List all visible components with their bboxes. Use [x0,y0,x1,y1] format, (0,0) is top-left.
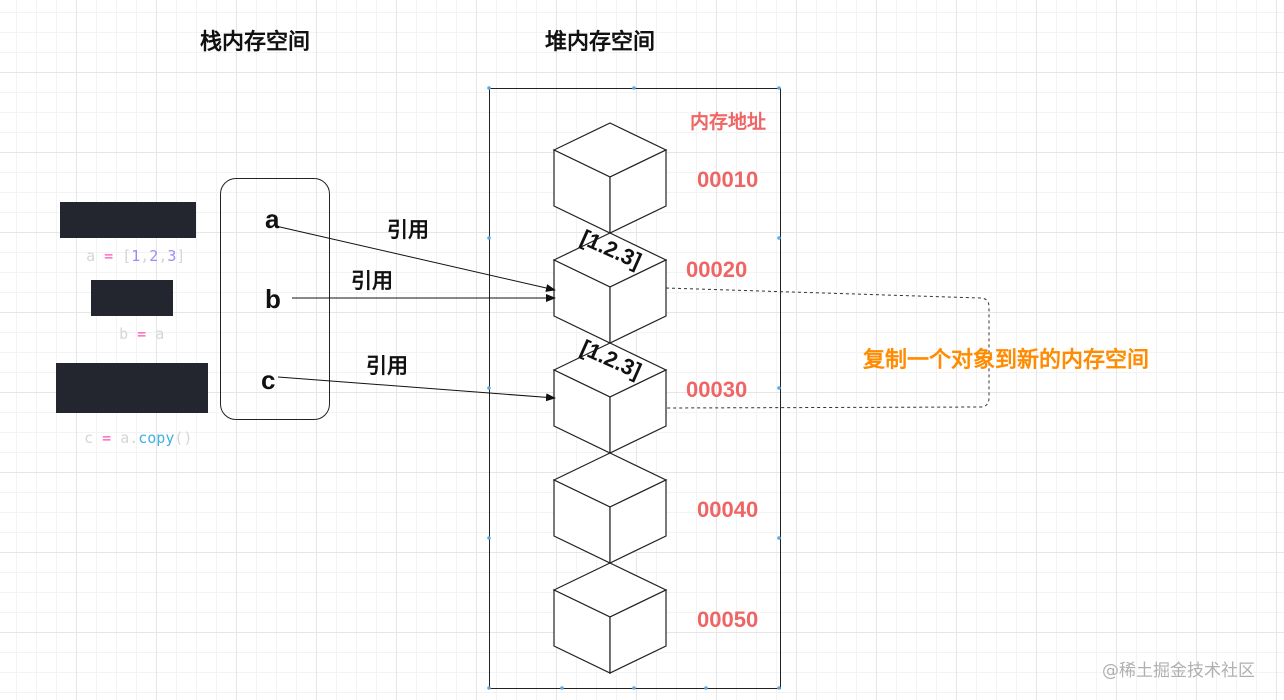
code-a-num-1: 1 [131,247,141,265]
heap-address-00010: 00010 [697,167,759,192]
code-a-num-3: 3 [167,247,177,265]
code-assign-b: b = a [91,280,173,343]
memory-cube-00020 [552,232,668,344]
stack-memory-title: 栈内存空间 [200,30,311,55]
code-c-method: copy [138,429,175,447]
stack-var-a: a [265,204,280,234]
memory-cube-00010 [552,122,668,234]
code-b-op: = [137,325,147,343]
reference-label-a: 引用 [387,218,429,242]
memory-cube-00040 [552,452,668,564]
memory-address-title: 内存地址 [690,111,767,133]
heap-box-handles [487,86,781,690]
stack-memory-box [220,178,330,420]
arrow-a-to-00020 [279,226,556,292]
code-assign-a: a = [1,2,3] [60,202,196,265]
copy-dashed-connector [665,287,990,409]
copy-note: 复制一个对象到新的内存空间 [863,348,1150,373]
code-c-obj: a [120,429,130,447]
reference-label-b: 引用 [351,269,393,293]
arrow-c-to-00030 [277,376,556,402]
code-a-op: = [104,247,114,265]
heap-address-00050: 00050 [697,607,759,632]
code-b-var: b [119,325,129,343]
memory-cube-00030 [552,342,668,454]
memory-cube-00050 [552,562,668,674]
watermark: @稀土掘金技术社区 [1102,661,1255,681]
heap-address-00040: 00040 [697,497,759,522]
heap-address-00030: 00030 [686,377,748,402]
code-c-op: = [102,429,112,447]
reference-label-c: 引用 [366,354,408,378]
stack-var-c: c [261,365,276,395]
code-assign-c: c = a.copy() [56,363,208,447]
code-b-value: a [155,325,165,343]
heap-address-00020: 00020 [686,257,748,282]
heap-memory-title: 堆内存空间 [545,30,656,55]
stack-var-b: b [265,284,281,314]
code-a-var: a [86,247,96,265]
code-c-var: c [84,429,94,447]
code-c-call: () [174,429,193,447]
code-a-num-2: 2 [149,247,159,265]
